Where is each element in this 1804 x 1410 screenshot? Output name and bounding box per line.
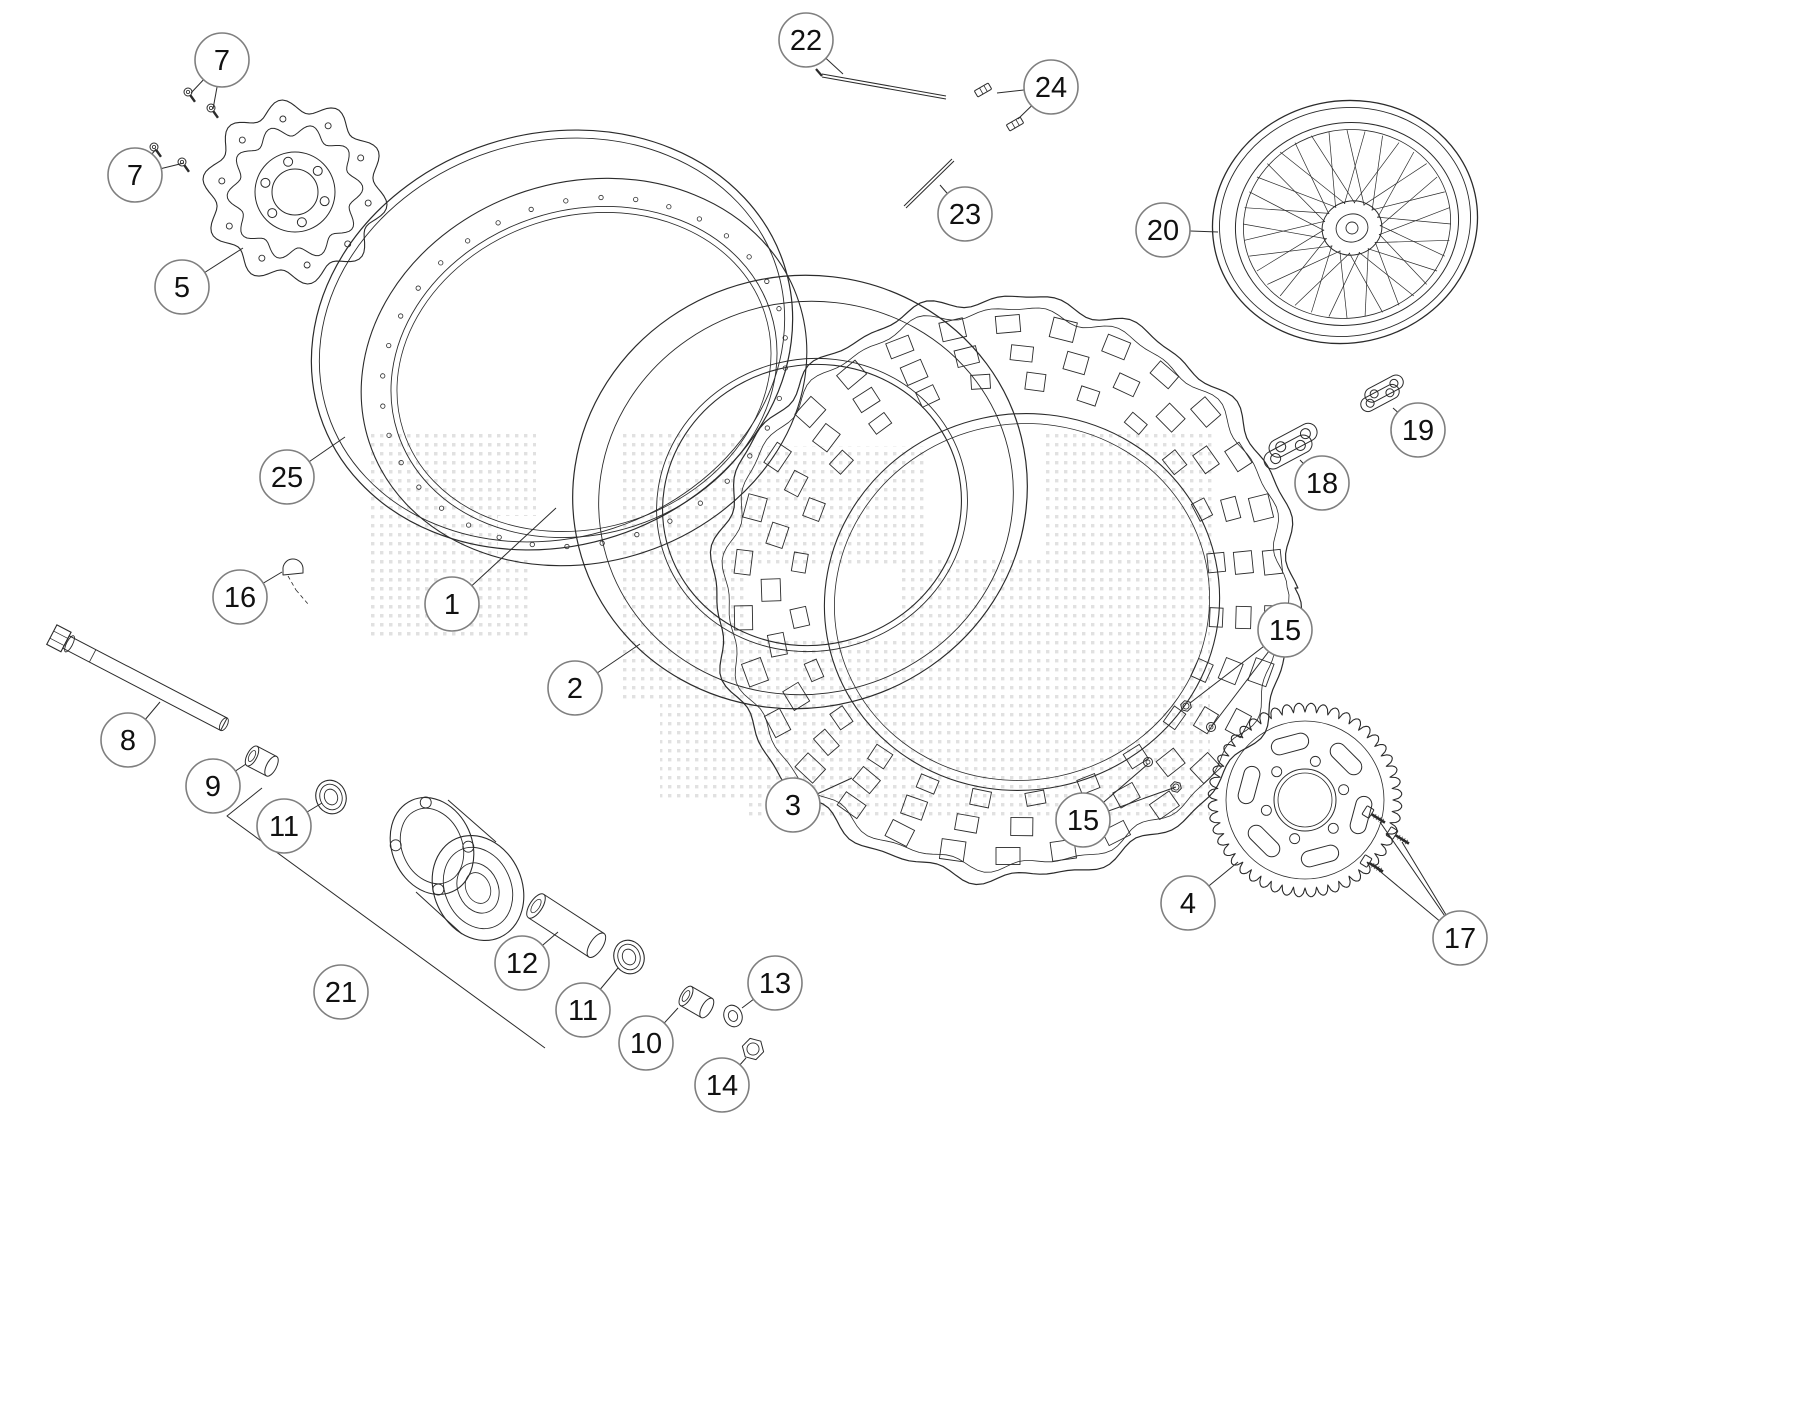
callout-19[interactable]: 19 bbox=[1390, 402, 1446, 458]
spoke-nipple-part bbox=[974, 82, 1024, 132]
callout-13[interactable]: 13 bbox=[747, 955, 803, 1011]
callout-number: 25 bbox=[271, 462, 303, 494]
callout-number: 24 bbox=[1035, 72, 1067, 104]
callout-8[interactable]: 8 bbox=[100, 712, 156, 768]
callout-17[interactable]: 17 bbox=[1432, 910, 1488, 966]
callout-10[interactable]: 10 bbox=[618, 1015, 674, 1071]
axle-assembly-bracket bbox=[226, 787, 546, 1049]
callout-number: 19 bbox=[1402, 415, 1434, 447]
callout-number: 11 bbox=[269, 811, 299, 843]
callout-number: 23 bbox=[949, 199, 981, 231]
inner-tube-part bbox=[572, 274, 1028, 710]
callout-number: 18 bbox=[1306, 468, 1338, 500]
front-wheel-part bbox=[1211, 99, 1479, 345]
wheel-bearing-part bbox=[315, 779, 347, 815]
callout-3[interactable]: 3 bbox=[765, 777, 821, 833]
spacer-part bbox=[244, 745, 279, 777]
callout-14[interactable]: 14 bbox=[694, 1057, 750, 1113]
spoke-short-part bbox=[903, 158, 955, 209]
callout-number: 1 bbox=[444, 589, 460, 621]
valve-part bbox=[282, 558, 309, 605]
callout-5[interactable]: 5 bbox=[154, 259, 210, 315]
wheel-bearing-part bbox=[613, 939, 645, 975]
callout-11-lower[interactable]: 11 bbox=[555, 982, 611, 1038]
callout-1[interactable]: 1 bbox=[424, 576, 480, 632]
callout-11-upper[interactable]: 11 bbox=[256, 798, 312, 854]
rear-sprocket-part bbox=[1207, 702, 1403, 898]
axle-nut-part bbox=[741, 1037, 765, 1061]
callout-number: 16 bbox=[224, 582, 256, 614]
wheel-hub-part bbox=[389, 796, 525, 942]
callout-number: 3 bbox=[785, 790, 801, 822]
chain-masterlink-part bbox=[1360, 374, 1404, 413]
rim-part bbox=[310, 129, 808, 567]
callout-number: 20 bbox=[1147, 215, 1179, 247]
callout-number: 9 bbox=[205, 771, 221, 803]
callout-9[interactable]: 9 bbox=[185, 758, 241, 814]
callout-number: 15 bbox=[1067, 805, 1099, 837]
spacer-part bbox=[678, 985, 715, 1019]
callout-number: 17 bbox=[1444, 923, 1476, 955]
chain-link-part bbox=[1263, 422, 1318, 470]
callout-number: 11 bbox=[568, 995, 598, 1027]
axle-part bbox=[45, 624, 229, 732]
callout-12[interactable]: 12 bbox=[494, 935, 550, 991]
tire-part bbox=[709, 295, 1303, 886]
callout-number: 7 bbox=[214, 45, 230, 77]
spacer-tube-part bbox=[526, 893, 607, 958]
callout-4[interactable]: 4 bbox=[1160, 875, 1216, 931]
callout-number: 10 bbox=[630, 1028, 662, 1060]
callout-25[interactable]: 25 bbox=[259, 449, 315, 505]
callout-number: 8 bbox=[120, 725, 136, 757]
callout-number: 13 bbox=[759, 968, 791, 1000]
callout-18[interactable]: 18 bbox=[1294, 455, 1350, 511]
callout-number: 4 bbox=[1180, 888, 1196, 920]
callout-number: 12 bbox=[506, 948, 538, 980]
callout-number: 14 bbox=[706, 1070, 738, 1102]
callout-number: 22 bbox=[790, 25, 822, 57]
sprocket-nut-washer-part bbox=[1143, 700, 1216, 793]
spoke-long-part bbox=[815, 68, 947, 100]
callout-number: 2 bbox=[567, 673, 583, 705]
callout-15-upper[interactable]: 15 bbox=[1257, 602, 1313, 658]
callout-7-upper[interactable]: 7 bbox=[194, 32, 250, 88]
callout-21[interactable]: 21 bbox=[313, 964, 369, 1020]
washer-part bbox=[723, 1004, 743, 1028]
callout-20[interactable]: 20 bbox=[1135, 202, 1191, 258]
sprocket-bolt-part bbox=[1359, 805, 1410, 873]
callout-number: 21 bbox=[325, 977, 357, 1009]
callout-number: 15 bbox=[1269, 615, 1301, 647]
callout-24[interactable]: 24 bbox=[1023, 59, 1079, 115]
callout-22[interactable]: 22 bbox=[778, 12, 834, 68]
callout-15-lower[interactable]: 15 bbox=[1055, 792, 1111, 848]
brake-disc-part bbox=[202, 99, 388, 285]
callout-2[interactable]: 2 bbox=[547, 660, 603, 716]
watermark-dots bbox=[368, 430, 1212, 820]
callout-number: 7 bbox=[127, 160, 143, 192]
callout-23[interactable]: 23 bbox=[937, 186, 993, 242]
disc-screws-part bbox=[149, 87, 219, 173]
callout-16[interactable]: 16 bbox=[212, 569, 268, 625]
callout-number: 5 bbox=[174, 272, 190, 304]
callout-7-lower[interactable]: 7 bbox=[107, 147, 163, 203]
